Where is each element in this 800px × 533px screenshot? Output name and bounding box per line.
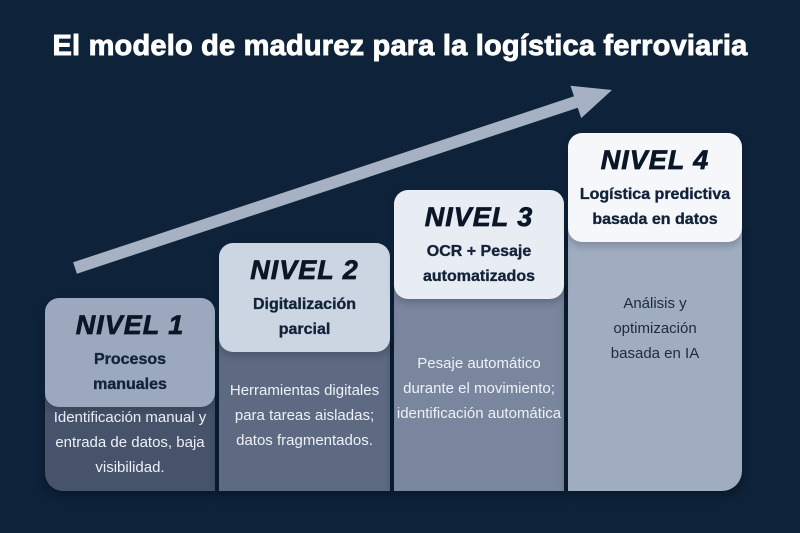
level-2-header: NIVEL 2 Digitalización parcial <box>219 243 390 352</box>
page-title: El modelo de madurez para la logística f… <box>52 30 748 63</box>
level-3-header: NIVEL 3 OCR + Pesaje automatizados <box>394 190 564 299</box>
level-2-subtitle: Digitalización parcial <box>252 296 357 338</box>
level-3-subtitle: OCR + Pesaje automatizados <box>422 243 535 285</box>
level-3-name: NIVEL 3 <box>424 202 534 233</box>
level-1-description: Identificación manual y entrada de datos… <box>53 409 207 476</box>
level-1-name: NIVEL 1 <box>75 310 185 341</box>
level-1-column: Identificación manual y entrada de datos… <box>45 298 215 491</box>
level-2-column: Herramientas digitales para tareas aisla… <box>219 243 390 491</box>
level-2-description: Herramientas digitales para tareas aisla… <box>229 381 380 449</box>
level-4-body: Análisis y optimización basada en IA <box>568 229 742 491</box>
level-2-name: NIVEL 2 <box>250 255 359 286</box>
level-3-column: Pesaje automático durante el movimiento;… <box>394 190 564 491</box>
level-4-name: NIVEL 4 <box>600 145 710 176</box>
level-1-body: Identificación manual y entrada de datos… <box>45 394 215 491</box>
level-3-description: Pesaje automático durante el movimiento;… <box>396 355 562 422</box>
level-2-body: Herramientas digitales para tareas aisla… <box>219 339 390 491</box>
level-4-subtitle: Logística predictiva basada en datos <box>579 186 731 228</box>
level-4-description: Análisis y optimización basada en IA <box>610 295 700 362</box>
level-3-body: Pesaje automático durante el movimiento;… <box>394 286 564 491</box>
level-1-header: NIVEL 1 Procesos manuales <box>45 298 215 407</box>
level-4-header: NIVEL 4 Logística predictiva basada en d… <box>568 133 742 242</box>
level-4-column: Análisis y optimización basada en IA NIV… <box>568 133 742 491</box>
level-1-subtitle: Procesos manuales <box>93 351 167 393</box>
